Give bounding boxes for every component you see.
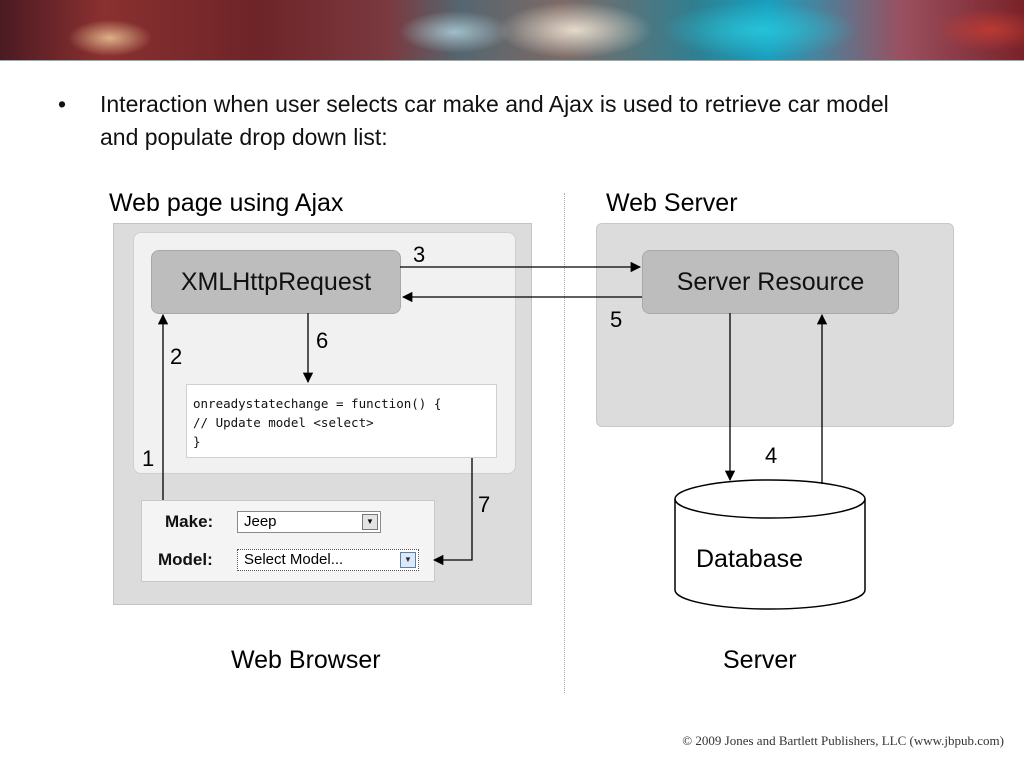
step-number: 4 xyxy=(765,443,778,468)
step-number: 7 xyxy=(478,492,491,517)
chevron-down-icon[interactable]: ▼ xyxy=(362,514,378,530)
browser-heading: Web page using Ajax xyxy=(109,189,344,217)
server-caption: Server xyxy=(723,646,797,674)
code-line: onreadystatechange = function() { xyxy=(193,396,442,411)
chevron-down-icon[interactable]: ▼ xyxy=(400,552,416,568)
model-select-value: Select Model... xyxy=(244,551,344,568)
copyright-notice: © 2009 Jones and Bartlett Publishers, LL… xyxy=(682,733,1004,748)
server-resource-node: Server Resource xyxy=(642,250,899,314)
header-banner-image xyxy=(0,0,1024,60)
callback-code-box: onreadystatechange = function() { // Upd… xyxy=(186,384,497,458)
section-divider xyxy=(564,193,565,693)
header-divider xyxy=(0,60,1024,61)
database-cylinder xyxy=(674,479,866,610)
arrow-step-7 xyxy=(432,458,473,566)
server-heading: Web Server xyxy=(606,189,738,217)
code-line: // Update model <select> xyxy=(193,415,374,430)
step-number: 6 xyxy=(316,328,329,353)
step-number: 5 xyxy=(610,307,623,332)
step-number: 1 xyxy=(142,446,155,471)
model-select[interactable]: Select Model... ▼ xyxy=(237,549,419,571)
xmlhttprequest-node: XMLHttpRequest xyxy=(151,250,401,314)
make-select-value: Jeep xyxy=(244,513,277,530)
bullet-symbol: • xyxy=(58,91,67,117)
car-selection-form: Make: Jeep ▼ Model: Select Model... ▼ xyxy=(141,500,435,582)
web-browser-caption: Web Browser xyxy=(231,646,381,674)
make-select[interactable]: Jeep ▼ xyxy=(237,511,381,533)
make-label: Make: xyxy=(165,512,214,531)
code-line: } xyxy=(193,434,201,449)
database-label: Database xyxy=(696,545,804,573)
model-label: Model: xyxy=(158,550,213,569)
step-number: 3 xyxy=(413,242,426,267)
step-number: 2 xyxy=(170,344,183,369)
bullet-text: Interaction when user selects car make a… xyxy=(100,91,889,150)
